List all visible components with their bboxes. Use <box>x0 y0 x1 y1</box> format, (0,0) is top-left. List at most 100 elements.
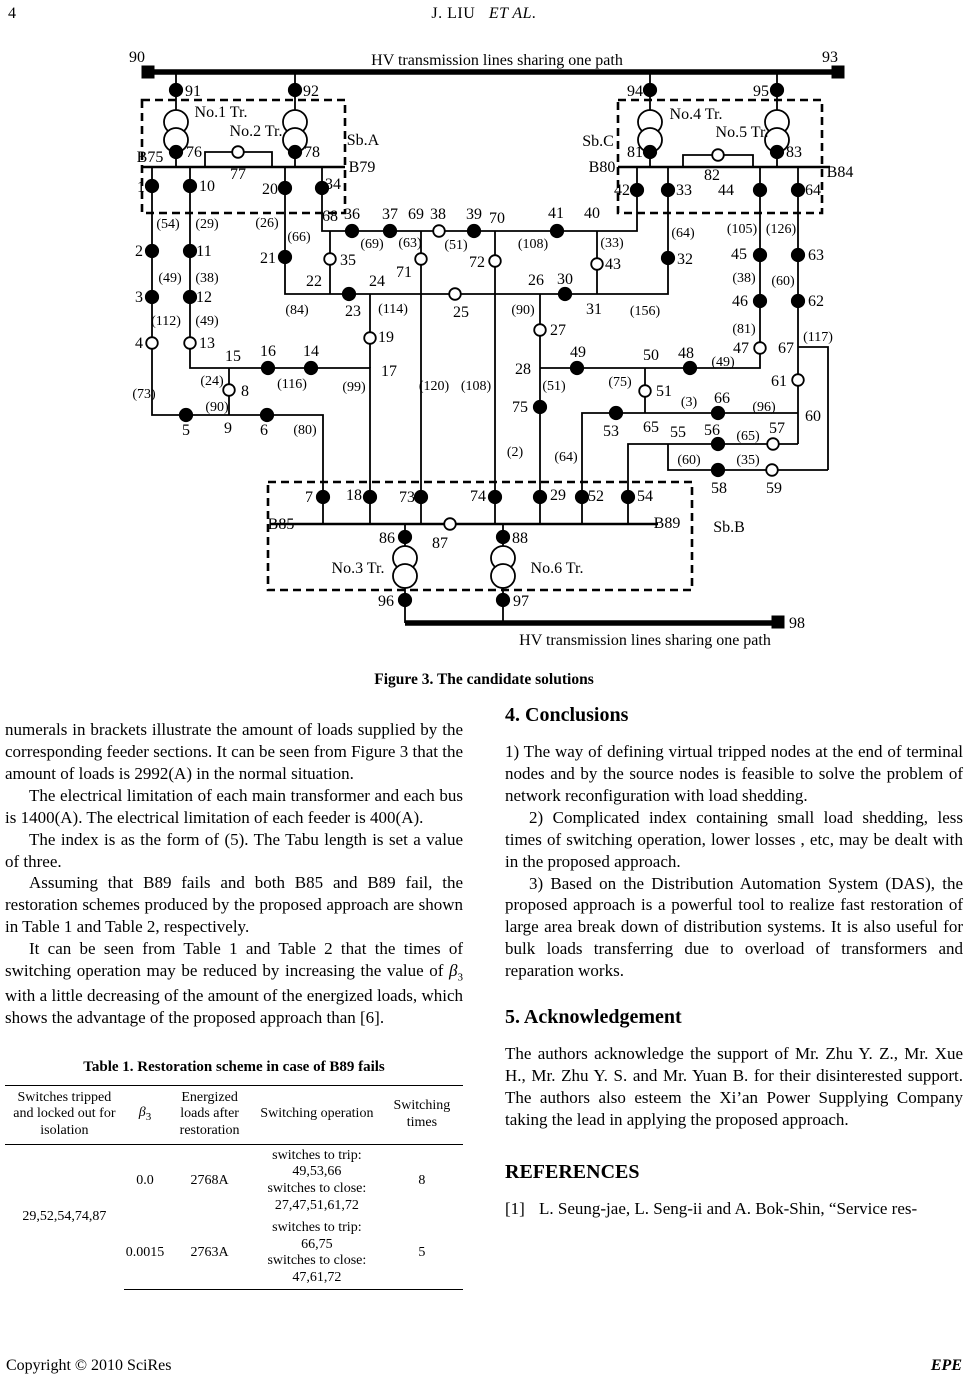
closed-switch-node <box>168 82 184 98</box>
closed-switch-node <box>260 360 276 376</box>
figure-label: 70 <box>489 210 505 227</box>
figure-label: 33 <box>676 182 692 199</box>
figure-label: B80 <box>589 159 616 176</box>
figure-label: 77 <box>230 166 246 183</box>
operation-line: switches to close: <box>267 1180 367 1196</box>
figure-label: (73) <box>132 387 156 402</box>
figure-label: 72 <box>469 254 485 271</box>
figure-label: (49) <box>158 271 182 286</box>
open-switch-node <box>443 517 457 531</box>
figure-label: (65) <box>736 429 760 444</box>
figure-label: (112) <box>151 314 181 329</box>
figure-label: 53 <box>603 423 619 440</box>
closed-switch-node <box>682 360 698 376</box>
figure-label: 64 <box>805 182 821 199</box>
figure-label: 32 <box>677 251 693 268</box>
open-switch-node <box>766 437 780 451</box>
figure-label: Sb.B <box>713 519 745 536</box>
paragraph: It can be seen from Table 1 and Table 2 … <box>5 938 463 1028</box>
cell-loads: 2763A <box>166 1217 253 1291</box>
closed-switch-node <box>144 178 160 194</box>
operation-line: 27,47,51,61,72 <box>274 1197 359 1213</box>
figure-label: 45 <box>731 246 747 263</box>
section-heading-acknowledgement: 5. Acknowledgement <box>505 1006 682 1029</box>
paragraph-text: with a little decreasing of the amount o… <box>5 985 463 1027</box>
cell-beta: 0.0015 <box>123 1217 167 1291</box>
figure-label: 48 <box>678 345 694 362</box>
closed-switch-node <box>168 144 184 160</box>
closed-switch-node <box>397 529 413 545</box>
closed-switch-node <box>413 489 429 505</box>
figure-label: No.1 Tr. <box>195 104 248 121</box>
cell-isolation: 29,52,54,74,87 <box>22 1208 107 1224</box>
closed-switch-node <box>660 182 676 198</box>
running-head-etal: ET AL. <box>488 5 537 22</box>
figure-label: 22 <box>306 273 322 290</box>
figure-label: (126) <box>766 222 797 237</box>
figure-label: B84 <box>827 164 854 181</box>
beta-subscript: 3 <box>457 971 464 984</box>
transformer-icon <box>392 563 418 589</box>
table-1: Switches tripped and locked out for isol… <box>5 1084 463 1291</box>
figure-label: 29 <box>550 487 566 504</box>
cell-loads: 2768A <box>190 1172 229 1188</box>
figure-label: 57 <box>769 420 785 437</box>
figure-label: (60) <box>771 274 795 289</box>
figure-label: (51) <box>542 379 566 394</box>
source-node <box>831 65 845 79</box>
figure-label: 52 <box>588 488 604 505</box>
figure-label: 65 <box>643 419 659 436</box>
two-column-body: numerals in brackets illustrate the amou… <box>5 704 963 1291</box>
running-head-author: J. LIU <box>431 5 476 22</box>
figure-label: 38 <box>430 206 446 223</box>
figure-label: 9 <box>224 420 232 437</box>
figure-label: 5 <box>182 422 190 439</box>
figure-label: 27 <box>550 322 566 339</box>
closed-switch-node <box>574 489 590 505</box>
figure-label: (84) <box>285 303 309 318</box>
figure-label: 19 <box>378 329 394 346</box>
figure-label: 81 <box>627 144 643 161</box>
table-header-operation: Switching operation <box>252 1085 381 1145</box>
closed-switch-node <box>557 286 573 302</box>
open-switch-node <box>414 252 428 266</box>
table-row: 0.0015 2763A switches to trip: 66,75 swi… <box>5 1217 463 1291</box>
figure-label: Sb.C <box>582 133 614 150</box>
figure-label: 10 <box>199 178 215 195</box>
open-switch-node <box>448 287 462 301</box>
figure-label: 36 <box>344 206 360 223</box>
figure-label: 67 <box>778 340 794 357</box>
figure-label: 78 <box>304 144 320 161</box>
open-switch-node <box>363 331 377 345</box>
closed-switch-node <box>144 243 160 259</box>
figure-label: (108) <box>461 379 492 394</box>
open-switch-node <box>488 254 502 268</box>
figure-label: 18 <box>346 487 362 504</box>
operation-line: switches to trip: <box>272 1147 362 1163</box>
right-column: 4. Conclusions 1) The way of defining vi… <box>505 704 963 1290</box>
figure-label: (116) <box>277 377 307 392</box>
open-switch-node <box>765 463 779 477</box>
figure-label: (90) <box>205 400 229 415</box>
operation-line: switches to close: <box>267 1253 367 1269</box>
figure-label: 58 <box>711 480 727 497</box>
table-header-times: Switching times <box>380 1085 463 1145</box>
open-switch-node <box>533 323 547 337</box>
figure-label: B89 <box>654 515 681 532</box>
figure-label: HV transmission lines sharing one path <box>371 52 623 69</box>
closed-switch-node <box>277 249 293 265</box>
figure-label: No.5 Tr. <box>716 124 769 141</box>
figure-label: (38) <box>732 271 756 286</box>
paragraph: The index is as the form of (5). The Tab… <box>5 829 463 871</box>
figure-label: No.4 Tr. <box>670 106 723 123</box>
journal-abbreviation: EPE <box>930 1357 962 1374</box>
closed-switch-node <box>495 529 511 545</box>
operation-line: 66,75 <box>301 1236 333 1252</box>
closed-switch-node <box>344 223 360 239</box>
left-column: numerals in brackets illustrate the amou… <box>5 704 463 1291</box>
closed-switch-node <box>382 223 398 239</box>
beta-symbol: β <box>449 961 458 981</box>
source-node <box>141 65 155 79</box>
figure-label: 6 <box>260 422 268 439</box>
closed-switch-node <box>620 489 636 505</box>
